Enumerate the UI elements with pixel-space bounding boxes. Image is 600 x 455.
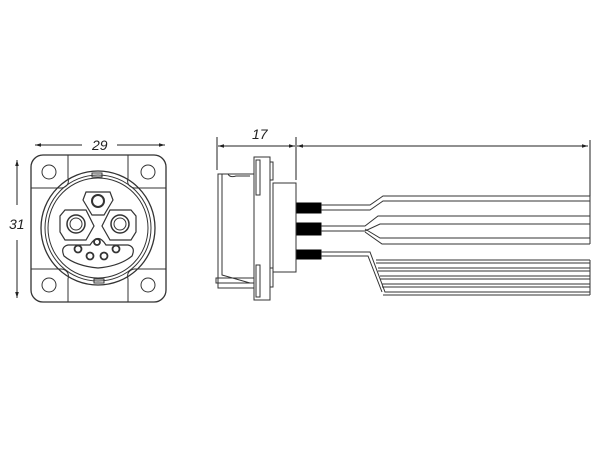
front-view [15,143,167,303]
sleeve-icon [296,202,322,214]
height-dimension-label: 31 [7,216,27,232]
depth-dimension-label: 17 [250,126,270,142]
width-dimension-label: 29 [90,137,110,153]
side-view [215,137,591,301]
mounting-hole-icon [41,164,57,180]
